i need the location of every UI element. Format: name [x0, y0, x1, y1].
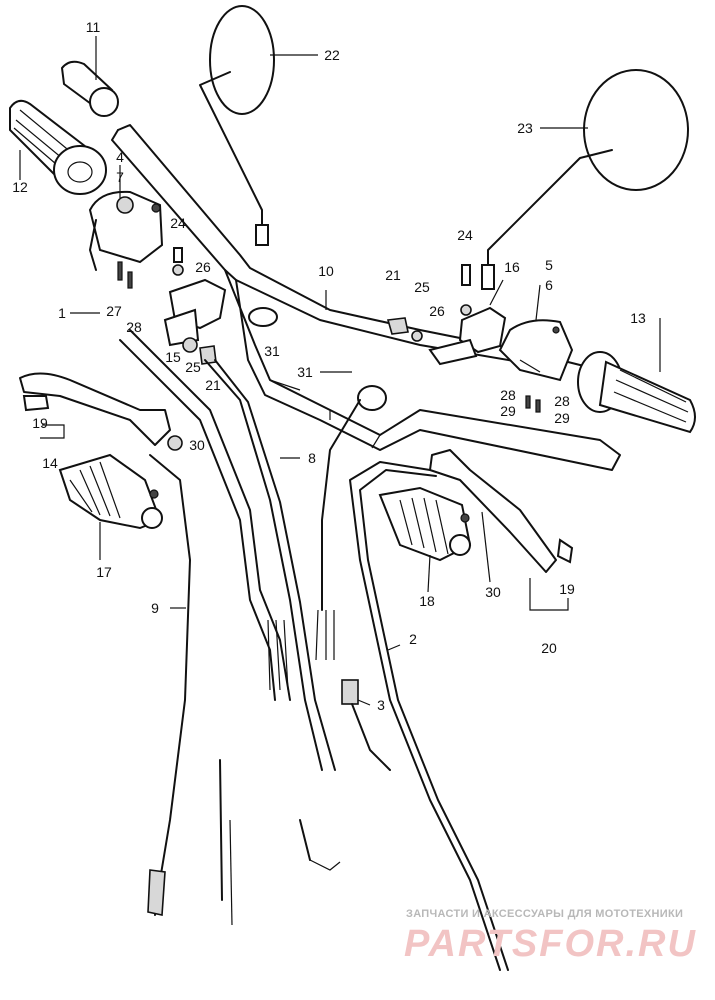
right-mirror: [481, 69, 689, 290]
right-grip: [577, 351, 696, 434]
callout-8: 8: [308, 450, 316, 466]
callout-7: 7: [116, 169, 124, 185]
callout-31-mid: 31: [297, 364, 313, 380]
callout-25-right: 25: [414, 279, 430, 295]
callout-11: 11: [86, 19, 101, 35]
callout-30-left: 30: [189, 437, 205, 453]
left-grip: [9, 99, 107, 195]
callout-22: 22: [324, 47, 340, 63]
callout-24-left: 24: [170, 215, 186, 231]
callout-18: 18: [419, 593, 435, 609]
callout-20: 20: [541, 640, 557, 656]
callout-14: 14: [42, 455, 58, 471]
right-lever: [429, 449, 574, 573]
callout-28-right: 28: [554, 393, 570, 409]
callout-25-left: 25: [185, 359, 201, 375]
callout-17: 17: [96, 564, 112, 580]
right-lever-holder: [386, 305, 507, 366]
callout-28-mid: 28: [500, 387, 516, 403]
callout-30-right: 30: [485, 584, 501, 600]
callout-26-left: 26: [195, 259, 211, 275]
left-switch-housing: [88, 190, 164, 271]
callout-26-right: 26: [429, 303, 445, 319]
callout-16: 16: [504, 259, 520, 275]
callout-28-left: 28: [126, 319, 142, 335]
callout-10: 10: [318, 263, 334, 279]
callout-24-right: 24: [457, 227, 473, 243]
callout-4: 4: [116, 149, 124, 165]
callout-21-left: 21: [205, 377, 221, 393]
callout-27: 27: [106, 303, 122, 319]
watermark-logo: PARTSFOR.RU: [404, 923, 697, 965]
watermark-caption: ЗАПЧАСТИ И АКСЕССУАРЫ ДЛЯ МОТОТЕХНИКИ: [406, 908, 683, 920]
callout-15: 15: [165, 349, 181, 365]
cables: [119, 329, 509, 971]
callout-6: 6: [545, 277, 553, 293]
callout-5: 5: [545, 257, 553, 273]
callout-leaders: [19, 36, 661, 706]
callout-29-mid: 29: [500, 403, 516, 419]
right-switch-housing: [498, 319, 574, 382]
callout-31-top: 31: [264, 343, 280, 359]
callout-3: 3: [377, 697, 385, 713]
callout-9: 9: [151, 600, 159, 616]
callout-21-right: 21: [385, 267, 401, 283]
callout-2: 2: [409, 631, 417, 647]
callout-19-right: 19: [559, 581, 575, 597]
left-lever-switch: [58, 453, 163, 530]
callout-29-right: 29: [554, 410, 570, 426]
callout-13: 13: [630, 310, 646, 326]
left-grip-cap: [60, 60, 119, 117]
callout-23: 23: [517, 120, 533, 136]
right-lever-switch: [378, 486, 472, 562]
wire-clamps: [248, 307, 387, 411]
fasteners: [117, 247, 541, 451]
watermark: ЗАПЧАСТИ И АКСЕССУАРЫ ДЛЯ МОТОТЕХНИКИ PA…: [404, 908, 697, 965]
callout-labels: 1 2 3 4 5 6 7 8 9 10 11 12 13 14 15 16 1…: [12, 19, 646, 713]
callout-19-left: 19: [32, 415, 48, 431]
callout-1: 1: [58, 305, 66, 321]
callout-12: 12: [12, 179, 28, 195]
left-lever: [19, 372, 171, 446]
left-mirror: [199, 5, 275, 246]
